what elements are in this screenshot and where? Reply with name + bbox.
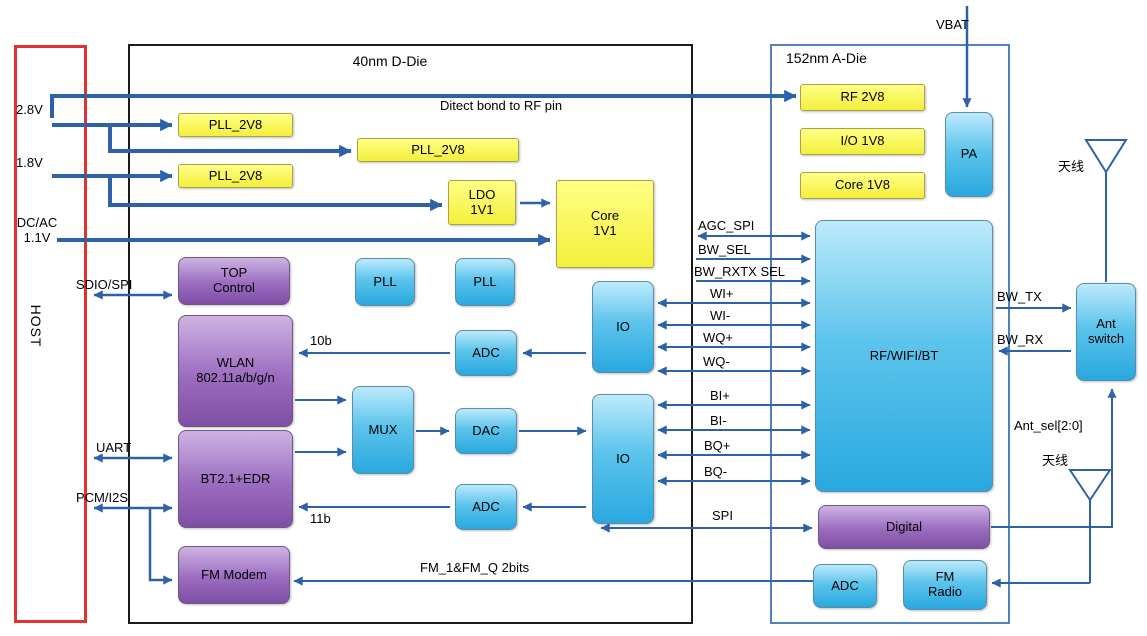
block-pll-2: PLL [455,258,515,306]
block-dac: DAC [455,408,517,454]
rail-1v8-label: 1.8V [16,155,43,170]
block-adc-adie: ADC [813,564,877,608]
signal-wi-plus: WI+ [710,286,734,301]
block-io-1v8: I/O 1V8 [800,128,925,155]
host-panel [14,45,87,623]
block-ant-switch: Ant switch [1076,283,1136,381]
block-core-1v8: Core 1V8 [800,172,925,199]
antenna-bottom-icon [1068,469,1112,502]
block-ldo-1v1: LDO 1V1 [448,180,516,225]
antenna-top-label: 天线 [1057,159,1084,174]
a-die-title: 152nm A-Die [786,50,867,66]
bond-note: Ditect bond to RF pin [440,98,563,113]
rail-dcac-label: DC/AC 1.1V [16,215,58,245]
signal-bq-plus: BQ+ [704,438,731,453]
signal-spi: SPI [712,508,733,523]
rail-2v8-label: 2.8V [16,102,43,117]
bw-rx-label: BW_RX [997,332,1044,347]
signal-bw-rxtx-sel: BW_RXTX SEL [694,264,786,279]
signal-bi-minus: BI- [710,413,727,428]
block-wlan: WLAN 802.11a/b/g/n [178,315,293,427]
block-io-top: IO [592,281,654,373]
signal-wi-minus: WI- [710,308,731,323]
block-digital: Digital [818,505,990,549]
block-fm-radio: FM Radio [903,560,987,610]
signal-wq-plus: WQ+ [703,330,733,345]
block-pa: PA [945,112,993,197]
block-pll-2v8-1: PLL_2V8 [178,113,293,137]
antenna-bottom-label: 天线 [1041,453,1068,468]
host-label: HOST [28,304,45,348]
wire-ant-sel [991,388,1117,528]
d-die-boundary [128,44,693,624]
block-rf-2v8: RF 2V8 [800,84,925,111]
signal-wq-minus: WQ- [703,354,730,369]
block-rf-wifi-bt: RF/WIFI/BT [815,220,993,492]
a-die-boundary [770,44,1010,624]
block-mux: MUX [352,386,414,474]
block-top-control: TOP Control [178,257,290,305]
ant-sel-label: Ant_sel[2:0] [1014,418,1083,433]
block-bt: BT2.1+EDR [178,430,293,528]
signal-bq-minus: BQ- [704,464,728,479]
block-core-1v1: Core 1V1 [556,180,654,268]
signal-agc-spi: AGC_SPI [698,218,755,233]
block-adc-bottom: ADC [455,484,517,530]
adc-bottom-width-label: 11b [310,511,331,526]
d-die-title: 40nm D-Die [352,53,428,69]
bus-sdio-label: SDIO/SPI [76,277,133,292]
wire-1v8-ldo [108,176,443,212]
signal-bi-plus: BI+ [710,388,730,403]
vbat-label: VBAT [936,17,969,32]
block-io-bottom: IO [592,394,654,524]
block-adc-top: ADC [455,330,517,376]
block-pll-1: PLL [355,258,415,306]
bus-pcm-label: PCM/I2S [76,490,129,505]
signal-fm-bits: FM_1&FM_Q 2bits [420,560,530,575]
block-pll-2v8-3: PLL_2V8 [178,164,293,188]
wire-2v8-bond [50,89,797,118]
wire-pcm-fm-modem [148,508,173,585]
signal-bw-sel: BW_SEL [698,242,751,257]
block-pll-2v8-2: PLL_2V8 [357,138,519,162]
adc-top-width-label: 10b [310,333,332,348]
wire-2v8-pll-b [108,125,352,158]
antenna-top-icon [1084,139,1128,174]
bus-uart-label: UART [96,440,132,455]
block-fm-modem: FM Modem [178,546,290,604]
bw-tx-label: BW_TX [997,289,1042,304]
